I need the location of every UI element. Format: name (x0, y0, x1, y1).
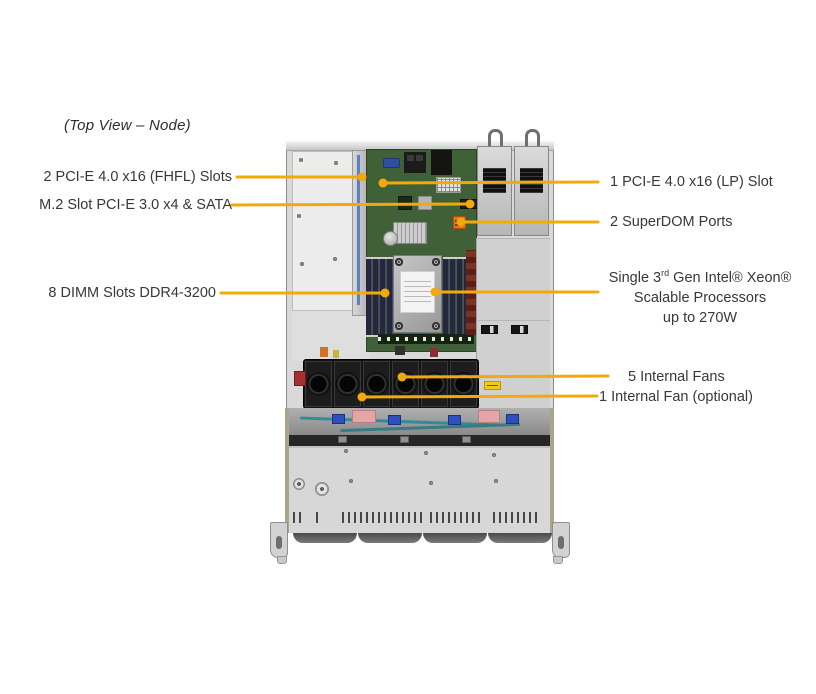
board-edge-connectors (378, 334, 474, 344)
label-pcie-fhfl-slots: 2 PCI-E 4.0 x16 (FHFL) Slots (43, 169, 232, 185)
screw-hole (349, 479, 353, 483)
diagram-title: (Top View – Node) (64, 117, 191, 134)
label-dimm-slots: 8 DIMM Slots DDR4-3200 (48, 285, 216, 301)
chassis-rail-left (285, 408, 289, 533)
brace-clip (400, 436, 409, 443)
backplane-connector (332, 414, 345, 424)
screw-hole (494, 479, 498, 483)
label-m2-slot: M.2 Slot PCI-E 3.0 x4 & SATA (39, 197, 232, 213)
screw-hole (424, 451, 428, 455)
ear-screw-slot (276, 536, 282, 549)
vent-slots (293, 512, 302, 523)
heatsink-screw (395, 258, 403, 266)
power-distribution-connector (511, 325, 528, 334)
vent-slots (342, 512, 424, 523)
chassis-foot-right (553, 556, 563, 564)
label-superdom-ports: 2 SuperDOM Ports (610, 214, 733, 230)
power-distribution-connector (481, 325, 498, 334)
screw-hole (334, 161, 338, 165)
screw-hole (299, 158, 303, 162)
brace-clip (462, 436, 471, 443)
label-internal-fan-optional: 1 Internal Fan (optional) (599, 389, 753, 405)
vent-slots (430, 512, 481, 523)
label-pcie-lp-slot: 1 PCI-E 4.0 x16 (LP) Slot (610, 174, 773, 190)
psu-handle (525, 129, 540, 146)
chassis-rail-right (550, 408, 554, 533)
fan-power-connector (294, 371, 306, 386)
vent-slots (493, 512, 541, 523)
cable-bundle (466, 250, 476, 335)
screw-hole (300, 262, 304, 266)
onboard-chip (398, 196, 412, 210)
drive-tray-shadow (423, 533, 487, 543)
lan-ports (404, 152, 426, 173)
heatsink-screw (432, 258, 440, 266)
chassis-cross-brace (289, 435, 553, 446)
psu-vent (483, 168, 506, 193)
vent-slots (316, 512, 319, 523)
m2-slot-connector (460, 199, 478, 209)
chassis-foot-left (277, 556, 287, 564)
cmos-battery (383, 231, 398, 246)
label-cpu-line1: Single 3rd Gen Intel® Xeon® (608, 268, 792, 286)
cable-bundle (430, 348, 438, 357)
screw-hole (344, 449, 348, 453)
backplane-connector (478, 410, 500, 423)
atx-power-connector (436, 177, 461, 193)
cable-bundle (333, 350, 339, 358)
onboard-chip (418, 196, 432, 210)
drive-tray-shadow (293, 533, 357, 543)
vga-port (383, 158, 400, 168)
usb-ports (431, 150, 452, 175)
label-internal-fans: 5 Internal Fans (628, 369, 725, 385)
label-cpu-processor: Single 3rd Gen Intel® Xeon® Scalable Pro… (598, 268, 802, 328)
heatsink-screw (395, 322, 403, 330)
screw-hole (297, 214, 301, 218)
psu-handle (488, 129, 503, 146)
screw-hole (333, 257, 337, 261)
backplane-connector (388, 415, 401, 425)
fan-module (334, 361, 361, 407)
psu-vent (520, 168, 543, 193)
fan-module (392, 361, 419, 407)
cable-bundle (395, 346, 405, 355)
brace-clip (338, 436, 347, 443)
dimm-bank-left (366, 257, 393, 337)
fan-module (305, 361, 332, 407)
superdom-connector (453, 216, 466, 229)
drive-tray-shadow (358, 533, 422, 543)
cable-bundle (320, 347, 328, 357)
backplane-connector (506, 414, 519, 424)
heatsink-screw (432, 322, 440, 330)
front-panel-hole (293, 478, 305, 490)
label-cpu-line2: Scalable Processors (633, 290, 767, 306)
backplane-connector (352, 410, 376, 423)
cpu-heatsink-label (400, 271, 435, 313)
warning-sticker (484, 381, 501, 390)
screw-hole (429, 481, 433, 485)
fan-module (363, 361, 390, 407)
drive-tray-shadow (488, 533, 552, 543)
chipset-heatsink (393, 222, 427, 244)
fan-module (450, 361, 477, 407)
pcie-latch (357, 155, 360, 305)
screw-hole (492, 453, 496, 457)
backplane-connector (448, 415, 461, 425)
ear-screw-slot (558, 536, 564, 549)
label-cpu-line3: up to 270W (662, 310, 738, 326)
pcie-bay-floor (292, 311, 370, 361)
psu-bay-seam (476, 320, 550, 321)
front-panel-hole (315, 482, 329, 496)
fan-module (421, 361, 448, 407)
